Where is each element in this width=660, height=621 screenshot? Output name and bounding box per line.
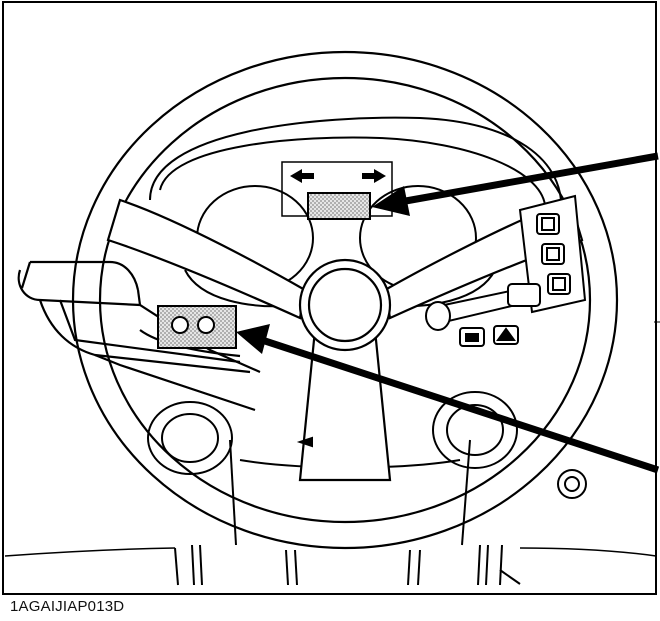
indicator-lamp-left: [171, 316, 189, 334]
left-lever: [17, 260, 261, 412]
steering-wheel: [71, 50, 619, 550]
indicator-lamp-right: [197, 316, 215, 334]
right-switch-panel: [459, 194, 587, 347]
left-right-arrows-icon: [290, 169, 386, 183]
callout-arrow-icon: [236, 152, 660, 474]
right-knob: [432, 391, 518, 469]
figure-border: [2, 1, 657, 595]
combination-switch-stalk: [425, 283, 541, 331]
ignition-knob: [557, 469, 587, 499]
callout-arrow-upper: [372, 152, 659, 216]
floor-lines: [4, 547, 657, 557]
figure-caption: 1AGAIJIAP013D: [10, 598, 125, 615]
left-knob: [147, 401, 233, 475]
indicator-panel-upper: [307, 192, 371, 220]
indicator-panel-lower: [157, 305, 237, 349]
callout-arrow-lower: [236, 324, 660, 474]
console-knobs: [147, 391, 587, 499]
